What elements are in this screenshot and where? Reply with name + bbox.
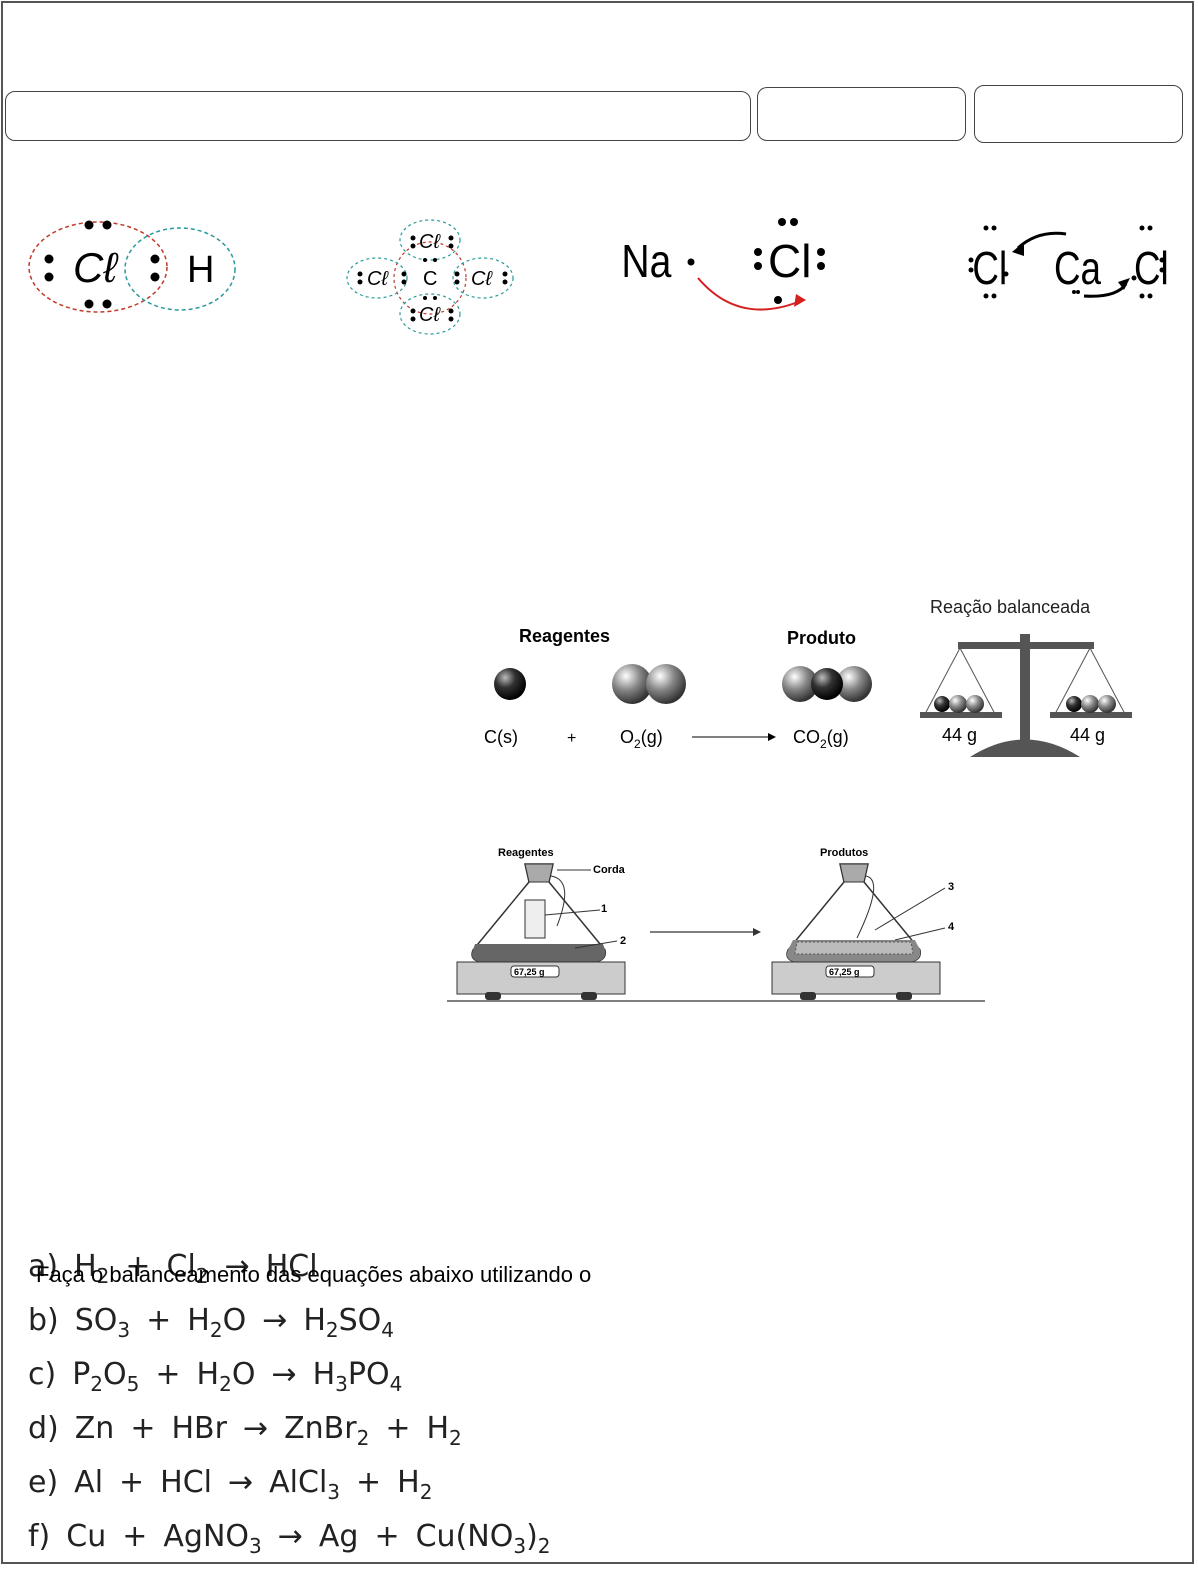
equation-term: H2SO4 — [303, 1303, 395, 1342]
cacl2-cl-left: Cl — [972, 242, 1007, 294]
flask-reagents-label: Reagentes — [498, 847, 554, 859]
equation-term: + — [122, 1519, 148, 1554]
equation-label: a) — [28, 1249, 59, 1284]
flask-products-label: Produtos — [820, 847, 868, 859]
equation-term: HCl — [160, 1465, 213, 1500]
equation-term: SO3 — [74, 1303, 131, 1342]
equation-term: + — [125, 1249, 151, 1284]
equation-term: → — [224, 1249, 250, 1284]
ccl4-c-symbol: C — [423, 268, 437, 290]
ccl4-cl-right: Cℓ — [471, 268, 493, 290]
equation-label: e) — [28, 1465, 59, 1500]
balanced-reaction-figure: Reação balanceada Reagentes Produto C(s)… — [484, 597, 1132, 757]
equation-label: b) — [28, 1303, 59, 1338]
equation-term: + — [385, 1411, 411, 1446]
equation-term: HCl — [265, 1249, 318, 1284]
equation-a: a) H2 + Cl2 → HCl — [28, 1240, 551, 1294]
equation-term: H2 — [74, 1249, 110, 1288]
equation-term: → — [271, 1357, 297, 1392]
marker-3: 3 — [948, 881, 954, 893]
equation-term: + — [130, 1411, 156, 1446]
equation-term: ZnBr2 — [284, 1411, 370, 1450]
reactant-oxygen: O2(g) — [620, 727, 663, 751]
equation-term: Cl2 — [166, 1249, 209, 1288]
plus-sign: + — [567, 730, 576, 747]
equation-term: Zn — [74, 1411, 115, 1446]
co2-carbon — [811, 668, 843, 700]
scale-right-reading: 67,25 g — [829, 967, 860, 977]
marker-1: 1 — [601, 903, 607, 915]
oxygen-atom-2 — [646, 664, 686, 704]
header-box-class[interactable] — [757, 87, 966, 141]
flask-string-label: Corda — [593, 864, 626, 876]
oxygen-atom-1 — [612, 664, 652, 704]
scale-left-reading: 67,25 g — [514, 967, 545, 977]
equation-d: d) Zn + HBr → ZnBr2 + H2 — [28, 1402, 551, 1456]
equation-term: Cu(NO3)2 — [415, 1519, 551, 1558]
product-co2: CO2(g) — [793, 727, 849, 751]
marker-4: 4 — [948, 921, 955, 933]
lewis-nacl-diagram: Na Cl — [621, 218, 825, 311]
reagents-label: Reagentes — [519, 626, 610, 646]
cacl2-ca-symbol: Ca — [1054, 242, 1102, 294]
carbon-atom — [494, 668, 526, 700]
equation-term: → — [242, 1411, 269, 1446]
equation-e: e) Al + HCl → AlCl3 + H2 — [28, 1456, 551, 1510]
co2-oxygen-1 — [782, 666, 818, 702]
nacl-na-symbol: Na — [621, 236, 671, 288]
equation-term: + — [119, 1465, 145, 1500]
equation-term: Cu — [66, 1519, 107, 1554]
equation-term: H3PO4 — [312, 1357, 403, 1396]
equation-term: H2O — [196, 1357, 256, 1396]
equation-f: f) Cu + AgNO3 → Ag + Cu(NO3)2 — [28, 1510, 551, 1564]
header-box-name[interactable] — [5, 91, 751, 141]
header-box-date[interactable] — [974, 85, 1183, 143]
equation-c: c) P2O5 + H2O → H3PO4 — [28, 1348, 551, 1402]
cacl2-cl-right: Cl — [1134, 242, 1169, 294]
equation-term: H2 — [397, 1465, 433, 1504]
equation-term: P2O5 — [72, 1357, 140, 1396]
nacl-cl-symbol: Cl — [768, 235, 811, 287]
equation-term: → — [262, 1303, 288, 1338]
equation-term: + — [146, 1303, 172, 1338]
equation-term: + — [155, 1357, 181, 1392]
co2-oxygen-3 — [836, 666, 872, 702]
mass-left: 44 g — [942, 725, 977, 745]
ccl4-cl-left: Cℓ — [367, 268, 389, 290]
equation-term: Al — [74, 1465, 104, 1500]
equation-term: H2O — [187, 1303, 247, 1342]
flask-experiment-figure: Reagentes Produtos Corda 1 2 67,25 g 3 4… — [447, 847, 985, 1002]
lewis-cacl2-diagram: Cl Ca Cl — [968, 225, 1169, 299]
lewis-hcl-diagram: Cℓ H — [28, 220, 236, 313]
ccl4-cl-top: Cℓ — [419, 231, 441, 253]
balance-title: Reação balanceada — [930, 597, 1091, 617]
lewis-ccl4-diagram: C Cℓ Cℓ Cℓ Cℓ — [346, 219, 514, 335]
equation-term: AgNO3 — [163, 1519, 262, 1558]
reactant-carbon: C(s) — [484, 727, 518, 747]
mass-right: 44 g — [1070, 725, 1105, 745]
equation-term: + — [374, 1519, 400, 1554]
equation-term: H2 — [426, 1411, 462, 1450]
equation-term: → — [228, 1465, 254, 1500]
hcl-h-symbol: H — [187, 249, 214, 291]
ccl4-cl-bottom: Cℓ — [419, 304, 441, 326]
equation-term: HBr — [171, 1411, 227, 1446]
equation-term: AlCl3 — [269, 1465, 341, 1504]
equation-term: + — [356, 1465, 382, 1500]
hcl-cl-symbol: Cℓ — [73, 244, 119, 291]
equation-label: d) — [28, 1411, 59, 1446]
equation-b: b) SO3 + H2O → H2SO4 — [28, 1294, 551, 1348]
equation-label: c) — [28, 1357, 57, 1392]
equation-label: f) — [28, 1519, 51, 1554]
product-label: Produto — [787, 628, 856, 648]
exercise-instruction: Faça o balanceamento das equações abaixo… — [36, 1262, 592, 1287]
equation-term: → — [277, 1519, 303, 1554]
marker-2: 2 — [620, 935, 626, 947]
equation-term: Ag — [318, 1519, 359, 1554]
